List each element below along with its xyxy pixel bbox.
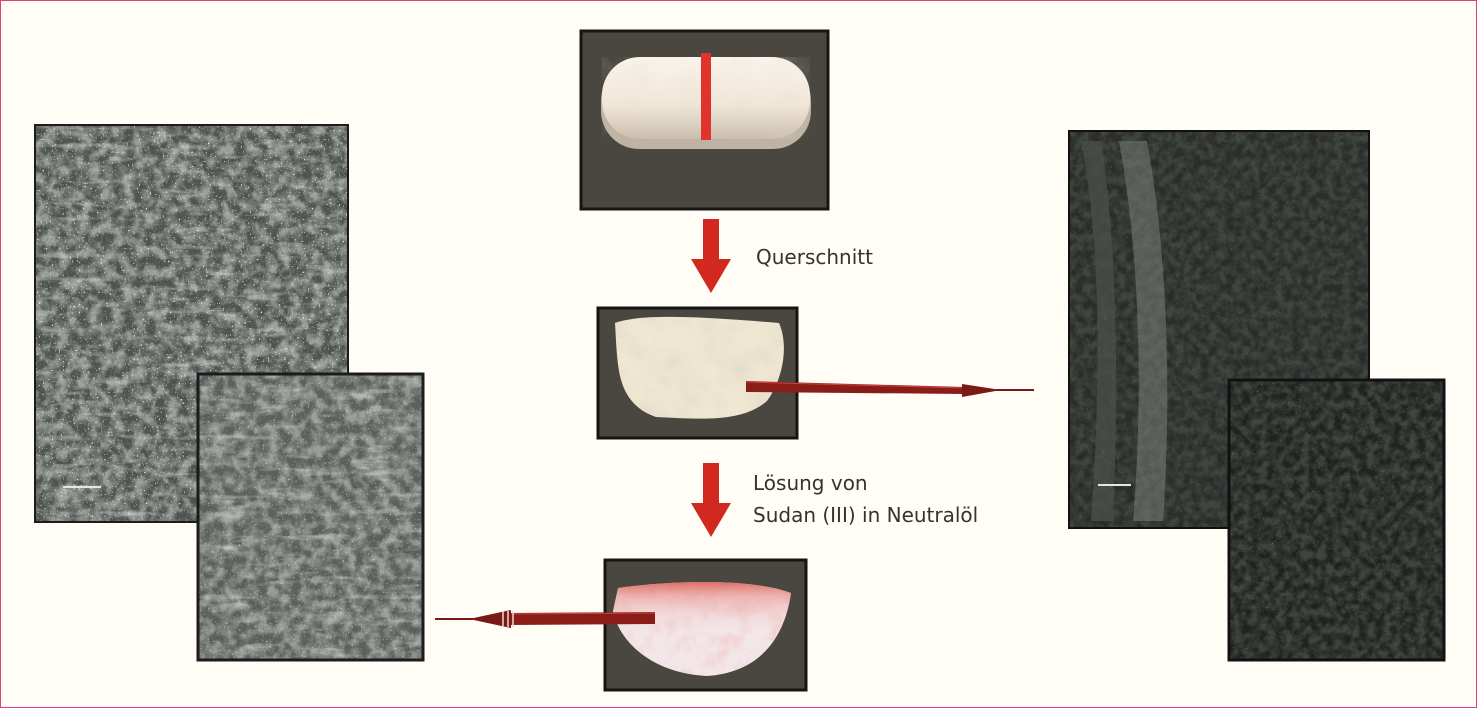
cross-section-photo xyxy=(598,308,797,438)
right-micrograph-small xyxy=(1229,380,1444,660)
label-cross-section: Querschnitt xyxy=(756,243,873,271)
label-solution-line2: Sudan (III) in Neutralöl xyxy=(753,501,978,529)
left-micrograph-small xyxy=(198,374,423,660)
label-solution-line1: Lösung von xyxy=(753,469,868,497)
down-arrow-staining xyxy=(691,463,731,537)
down-arrow-cross-section xyxy=(691,219,731,293)
stained-section-photo xyxy=(605,560,806,690)
tablet-photo xyxy=(581,31,828,209)
cut-line xyxy=(701,53,711,140)
